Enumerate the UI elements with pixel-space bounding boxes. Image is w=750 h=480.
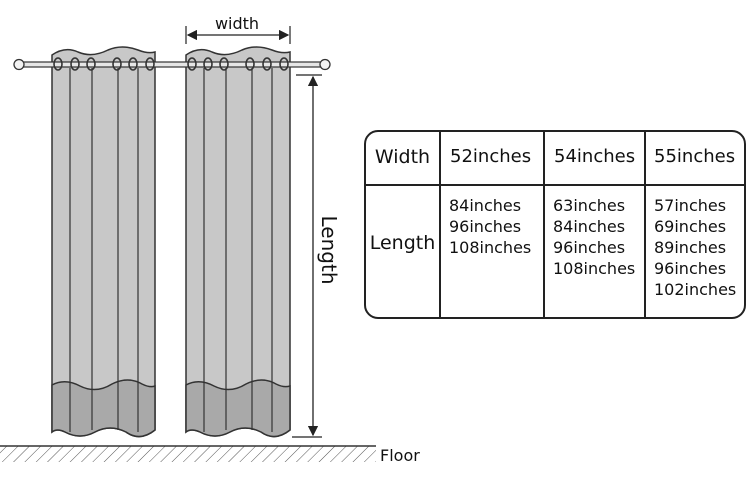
- width-row-label: Width: [374, 146, 431, 168]
- curtain-panel-right: [185, 46, 291, 438]
- curtain-panel-left: [51, 46, 156, 438]
- table-divider: [644, 132, 646, 317]
- length-dimension: Length: [292, 74, 341, 438]
- length-value: 96inches: [553, 238, 626, 257]
- length-value: 108inches: [553, 259, 636, 278]
- length-row-label: Length: [369, 232, 436, 254]
- table-divider: [366, 184, 744, 186]
- length-value: 84inches: [553, 217, 626, 236]
- width-cell: 55inches: [654, 146, 736, 167]
- width-cell: 54inches: [554, 146, 636, 167]
- length-value: 96inches: [654, 259, 727, 278]
- length-value: 108inches: [449, 238, 532, 257]
- length-value: 96inches: [449, 217, 522, 236]
- table-divider: [439, 132, 441, 317]
- length-value: 84inches: [449, 196, 522, 215]
- length-value: 69inches: [654, 217, 727, 236]
- size-table: Width Length 52inches 54inches 55inches …: [364, 130, 746, 319]
- width-dimension: width: [185, 14, 291, 44]
- width-cell: 52inches: [450, 146, 532, 167]
- length-value: 63inches: [553, 196, 626, 215]
- curtain-rod: [13, 58, 331, 71]
- length-cell: 57inches 69inches 89inches 96inches 102i…: [654, 195, 736, 300]
- length-cell: 84inches 96inches 108inches: [449, 195, 531, 258]
- floor-label: Floor: [380, 446, 420, 465]
- grommet-rings: [53, 57, 289, 71]
- length-value: 89inches: [654, 238, 727, 257]
- floor: Floor: [0, 445, 420, 465]
- table-divider: [543, 132, 545, 317]
- width-label: width: [215, 14, 259, 33]
- length-cell: 63inches 84inches 96inches 108inches: [553, 195, 635, 279]
- length-label: Length: [317, 216, 341, 285]
- length-value: 57inches: [654, 196, 727, 215]
- length-value: 102inches: [654, 280, 737, 299]
